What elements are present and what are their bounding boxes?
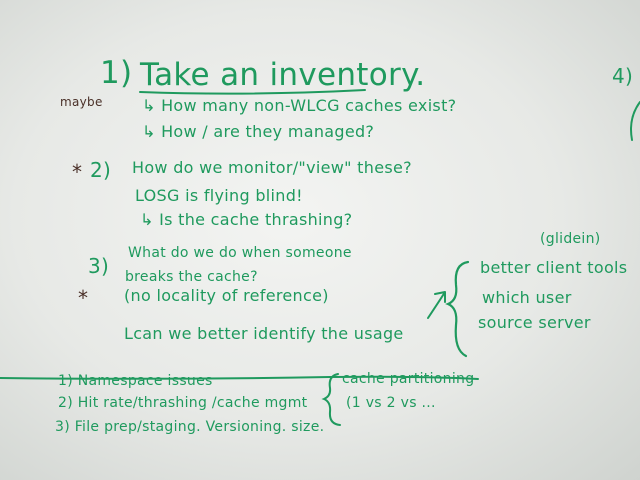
bottom-item1: 1) Namespace issues — [58, 373, 213, 389]
edge-arc — [630, 101, 640, 141]
left-brace — [321, 373, 341, 426]
bottom-item2: 2) Hit rate/thrashing /cache mgmt — [58, 395, 308, 411]
item1-sub1: ↳ How many non-WLCG caches exist? — [142, 96, 457, 115]
maybe-note: maybe — [60, 95, 103, 109]
item2-sub2: ↳ Is the cache thrashing? — [140, 210, 353, 229]
item3-line3: (no locality of reference) — [124, 286, 329, 305]
right-brace — [445, 260, 470, 358]
right-line3: source server — [478, 313, 591, 332]
glidein-note: (glidein) — [540, 231, 601, 247]
cache-partitioning-options: (1 vs 2 vs ... — [346, 395, 436, 411]
divider-line — [0, 375, 479, 380]
item1-number: 1) — [100, 55, 133, 91]
item3-line4: Lcan we better identify the usage — [124, 324, 404, 343]
item1-title: Take an inventory. — [140, 57, 426, 93]
item3-line2: breaks the cache? — [125, 269, 258, 285]
item1-sub2: ↳ How / are they managed? — [142, 122, 375, 141]
item2-title: How do we monitor/"view" these? — [132, 158, 412, 177]
title-underline — [139, 89, 366, 95]
right-line2: which user — [482, 288, 572, 307]
item4-number: 4) — [612, 64, 634, 88]
item3-line1: What do we do when someone — [128, 245, 352, 261]
bottom-item3: 3) File prep/staging. Versioning. size. — [55, 419, 325, 435]
cache-partitioning: cache partitioning — [342, 371, 475, 387]
arrow-to-brace — [427, 291, 446, 319]
item2-number: 2) — [90, 158, 112, 182]
right-line1: better client tools — [480, 258, 628, 277]
item2-sub1: LOSG is flying blind! — [135, 186, 303, 205]
item3-number: 3) — [88, 254, 110, 278]
item2-star: * — [72, 160, 83, 184]
item3-star: * — [78, 286, 89, 310]
